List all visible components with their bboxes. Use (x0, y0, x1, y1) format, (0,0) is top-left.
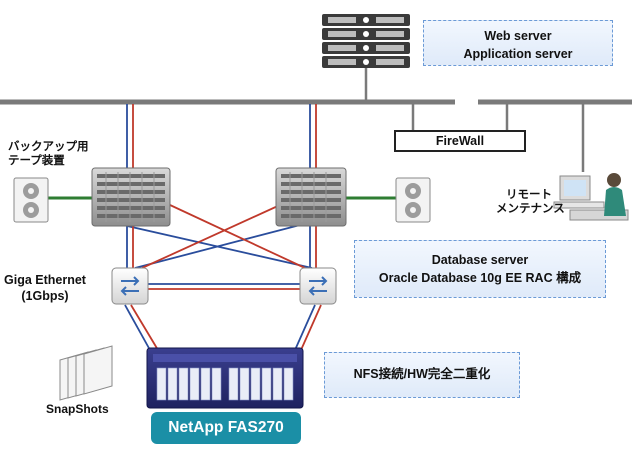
db-server-icon (275, 167, 347, 227)
snapshots-label: SnapShots (46, 402, 109, 416)
snapshot-icon (59, 345, 113, 401)
link-db2-sw1-red (141, 204, 281, 269)
switch-label-line2: (1Gbps) (21, 289, 69, 303)
nfs-callout: NFS接続/HW完全二重化 (324, 352, 520, 398)
switch-icon (299, 267, 337, 305)
link-sw2-storage-blue (294, 304, 316, 351)
database-subtitle: Oracle Database 10g EE RAC 構成 (378, 271, 582, 285)
server-rack-icon (322, 14, 410, 68)
workstation-icon (553, 173, 629, 221)
switch-label-line1: Giga Ethernet (4, 273, 86, 287)
web-server-title: Web server (484, 29, 552, 43)
storage-array-icon (146, 347, 304, 409)
remote-label-line2: メンテナンス (496, 203, 565, 215)
tape-drive-icon (13, 177, 49, 223)
storage-label: NetApp FAS270 (151, 412, 301, 444)
link-sw1-storage-blue (124, 304, 151, 351)
db-server-icon (91, 167, 171, 227)
firewall-box: FireWall (394, 130, 526, 152)
switch-label: Giga Ethernet (1Gbps) (4, 272, 86, 304)
link-db1-sw2-red (169, 204, 306, 269)
backup-label: バックアップ用 テープ装置 (8, 140, 89, 168)
lan-drops (364, 68, 585, 172)
firewall-label: FireWall (435, 134, 485, 148)
web-server-callout: Web server Application server (423, 20, 613, 66)
nfs-label: NFS接続/HW完全二重化 (353, 367, 491, 381)
web-server-subtitle: Application server (463, 47, 573, 61)
backup-label-line2: テープ装置 (8, 155, 65, 167)
tape-drive-icon (395, 177, 431, 223)
database-title: Database server (431, 253, 529, 267)
switch-icon (111, 267, 149, 305)
database-callout: Database server Oracle Database 10g EE R… (354, 240, 606, 298)
remote-label: リモート メンテナンス (496, 188, 565, 216)
remote-label-line1: リモート (506, 189, 552, 201)
backup-label-line1: バックアップ用 (8, 141, 89, 153)
redundant-links (122, 104, 322, 351)
link-sw2-storage-red (300, 304, 322, 351)
link-db2-sw1-blue (134, 224, 301, 269)
link-sw1-storage-red (130, 304, 159, 351)
